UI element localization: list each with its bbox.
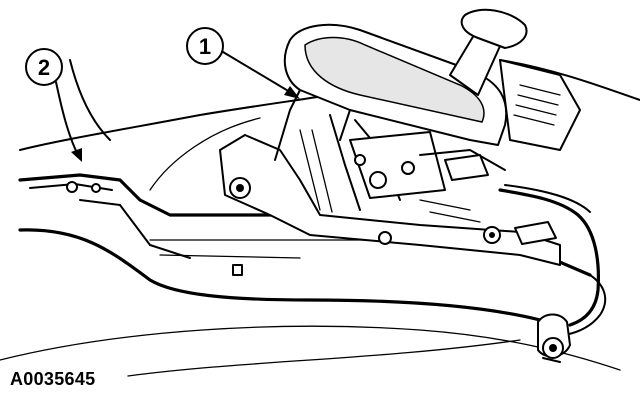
figure-id-leader xyxy=(127,339,521,377)
shift-cable xyxy=(498,184,600,363)
shifter-bracket xyxy=(219,114,561,266)
shift-lever-housing xyxy=(274,8,581,161)
callout-2: 2 xyxy=(25,48,82,162)
callout-1-label: 1 xyxy=(199,34,211,59)
callout-2-label: 2 xyxy=(38,55,50,80)
figure-id: A0035645 xyxy=(10,369,96,389)
callout-1: 1 xyxy=(186,27,300,99)
